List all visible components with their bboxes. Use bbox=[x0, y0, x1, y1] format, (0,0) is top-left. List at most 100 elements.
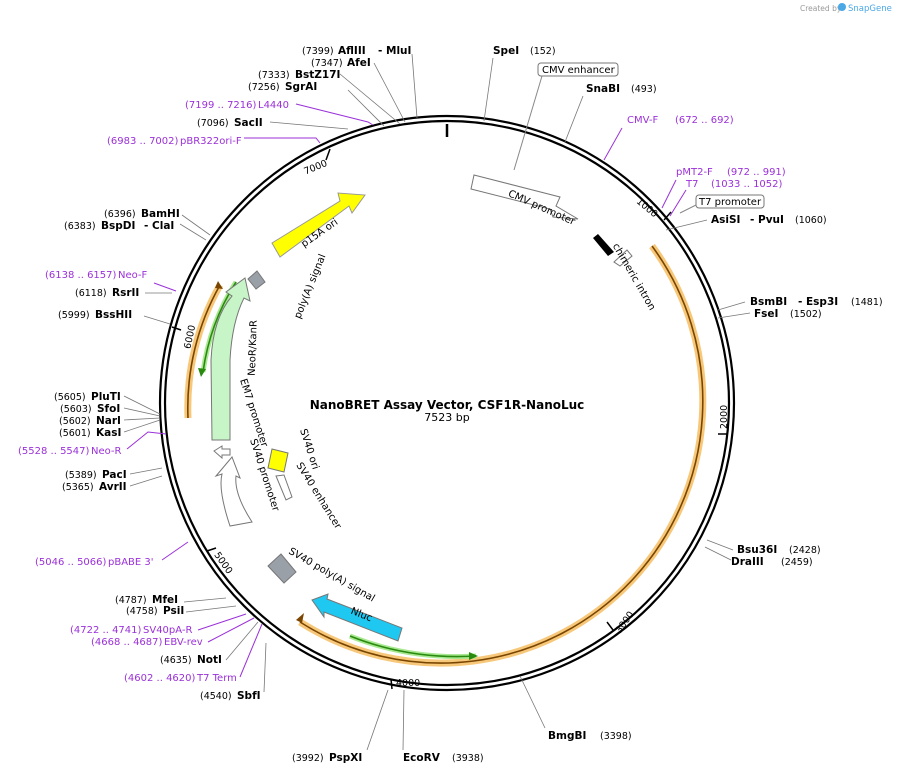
svg-text:(1502): (1502) bbox=[790, 309, 822, 320]
svg-text:(1033 .. 1052): (1033 .. 1052) bbox=[711, 179, 783, 190]
svg-text:(7333): (7333) bbox=[258, 70, 290, 81]
svg-text:(493): (493) bbox=[631, 84, 657, 95]
enzyme-bspDI: BspDI bbox=[101, 220, 135, 232]
primer-labels: (7199 .. 7216) L4440 (6983 .. 7002) pBR3… bbox=[18, 100, 786, 684]
enzyme-sfoI: SfoI bbox=[97, 403, 120, 415]
enzyme-fseI: FseI bbox=[754, 308, 778, 320]
svg-text:(5605): (5605) bbox=[54, 392, 86, 403]
enzyme-pspXI: PspXI bbox=[329, 752, 362, 764]
svg-text:(7096): (7096) bbox=[197, 118, 229, 129]
svg-text:(972 .. 991): (972 .. 991) bbox=[727, 167, 786, 178]
enzyme-snaBI: SnaBI bbox=[586, 83, 620, 95]
svg-text:(152): (152) bbox=[530, 46, 556, 57]
primer-neo-f: Neo-F bbox=[118, 270, 148, 281]
svg-text:CMV enhancer: CMV enhancer bbox=[542, 65, 616, 76]
map-title: NanoBRET Assay Vector, CSF1R-NanoLuc bbox=[310, 398, 585, 412]
svg-text:(3938): (3938) bbox=[452, 753, 484, 764]
feature-neor-kanr bbox=[210, 277, 251, 441]
svg-text:(6118): (6118) bbox=[75, 288, 107, 299]
tick-2000: 2000 bbox=[719, 405, 730, 429]
svg-text:(5601): (5601) bbox=[59, 428, 91, 439]
feature-sv40-ori bbox=[267, 448, 289, 473]
enzyme-pacI: PacI bbox=[102, 469, 127, 481]
feature-chimeric-intron bbox=[593, 234, 633, 267]
svg-text:(6983 .. 7002): (6983 .. 7002) bbox=[107, 136, 179, 147]
enzyme-avrII: AvrII bbox=[99, 481, 127, 493]
enzyme-kasI: KasI bbox=[96, 427, 121, 439]
enzyme-aflIII: AflIII bbox=[338, 45, 366, 57]
enzyme-bsmBI: BsmBI bbox=[750, 296, 787, 308]
svg-text:(5389): (5389) bbox=[65, 470, 97, 481]
enzyme-pvuI: - PvuI bbox=[750, 214, 784, 226]
svg-text:(2459): (2459) bbox=[781, 557, 813, 568]
enzyme-esp3I: - Esp3I bbox=[798, 296, 838, 308]
t7-promoter-box: T7 promoter bbox=[679, 194, 765, 214]
svg-text:(7199 .. 7216): (7199 .. 7216) bbox=[185, 100, 257, 111]
svg-text:(6396): (6396) bbox=[104, 209, 136, 220]
svg-text:(4602 .. 4620): (4602 .. 4620) bbox=[124, 673, 196, 684]
feature-sv40-promoter bbox=[214, 456, 253, 527]
enzyme-bssHII: BssHII bbox=[95, 309, 132, 321]
svg-text:(5602): (5602) bbox=[59, 416, 91, 427]
sv40-polya-signal-label: SV40 poly(A) signal bbox=[287, 546, 377, 604]
enzyme-bamHI: BamHI bbox=[141, 208, 180, 220]
svg-text:(5046 .. 5066): (5046 .. 5066) bbox=[35, 557, 107, 568]
feature-nluc bbox=[311, 593, 403, 642]
svg-text:(5365): (5365) bbox=[62, 482, 94, 493]
enzyme-bsu36I: Bsu36I bbox=[737, 544, 777, 556]
svg-text:(5603): (5603) bbox=[60, 404, 92, 415]
feature-em7-promoter bbox=[213, 445, 231, 460]
sv40-enhancer-label: SV40 enhancer bbox=[293, 461, 343, 532]
svg-text:(7256): (7256) bbox=[248, 82, 280, 93]
primer-t7: T7 bbox=[685, 179, 698, 190]
svg-text:(6383): (6383) bbox=[64, 221, 96, 232]
neor-kanr-label: NeoR/KanR bbox=[247, 320, 260, 376]
primer-cmv-f: CMV-F bbox=[627, 115, 658, 126]
enzyme-notI: NotI bbox=[197, 654, 222, 666]
enzyme-claI: - ClaI bbox=[144, 220, 174, 232]
svg-text:(1481): (1481) bbox=[851, 297, 883, 308]
primer-sv40pa-r: SV40pA-R bbox=[143, 625, 192, 636]
primer-neo-r: Neo-R bbox=[91, 446, 122, 457]
svg-text:(672 .. 692): (672 .. 692) bbox=[675, 115, 734, 126]
tick-7000: 7000 bbox=[302, 158, 329, 177]
svg-text:T7 promoter: T7 promoter bbox=[698, 197, 762, 208]
enzyme-labels: (7399) AflIII - MluI (7347) AfeI (7333) … bbox=[54, 45, 883, 764]
orf-arcs bbox=[184, 243, 707, 667]
feature-sv40-enhancer bbox=[275, 474, 293, 501]
enzyme-leader-lines bbox=[123, 53, 751, 751]
backbone bbox=[158, 114, 736, 692]
brand-text: SnapGene bbox=[848, 4, 892, 14]
enzyme-afeI: AfeI bbox=[347, 57, 371, 69]
tick-1000: 1000 bbox=[634, 196, 660, 220]
primer-l4440: L4440 bbox=[258, 100, 289, 111]
enzyme-sacII: SacII bbox=[234, 117, 263, 129]
enzyme-mfeI: MfeI bbox=[152, 594, 178, 606]
enzyme-pluTI: PluTI bbox=[91, 391, 121, 403]
enzyme-narI: NarI bbox=[96, 415, 121, 427]
map-length: 7523 bp bbox=[424, 411, 469, 424]
svg-text:(7347): (7347) bbox=[311, 58, 343, 69]
enzyme-ecoRV: EcoRV bbox=[403, 752, 441, 764]
chimeric-intron-label: chimeric intron bbox=[610, 242, 657, 313]
primer-pbr322ori-f: pBR322ori-F bbox=[180, 136, 242, 147]
svg-text:(4635): (4635) bbox=[160, 655, 192, 666]
svg-text:(7399): (7399) bbox=[302, 46, 334, 57]
svg-text:(3398): (3398) bbox=[600, 731, 632, 742]
svg-text:(2428): (2428) bbox=[789, 545, 821, 556]
primer-pbabe-3: pBABE 3' bbox=[108, 557, 154, 568]
enzyme-bstz17I: BstZ17I bbox=[295, 69, 340, 81]
feature-sv40-polya-signal bbox=[267, 553, 297, 584]
feature-p15a-ori bbox=[271, 192, 366, 258]
snapgene-logo-icon bbox=[838, 3, 846, 11]
enzyme-speI: SpeI bbox=[493, 45, 519, 57]
cmv-enhancer-box: CMV enhancer bbox=[513, 62, 619, 171]
enzyme-bmgBI: BmgBI bbox=[548, 730, 586, 742]
enzyme-sbfI: SbfI bbox=[237, 690, 261, 702]
credit-text: Created by bbox=[800, 4, 842, 13]
enzyme-asiSI: AsiSI bbox=[711, 214, 740, 226]
primer-t7-term: T7 Term bbox=[196, 673, 237, 684]
primer-ebv-rev: EBV-rev bbox=[164, 637, 203, 648]
svg-text:(4787): (4787) bbox=[115, 595, 147, 606]
